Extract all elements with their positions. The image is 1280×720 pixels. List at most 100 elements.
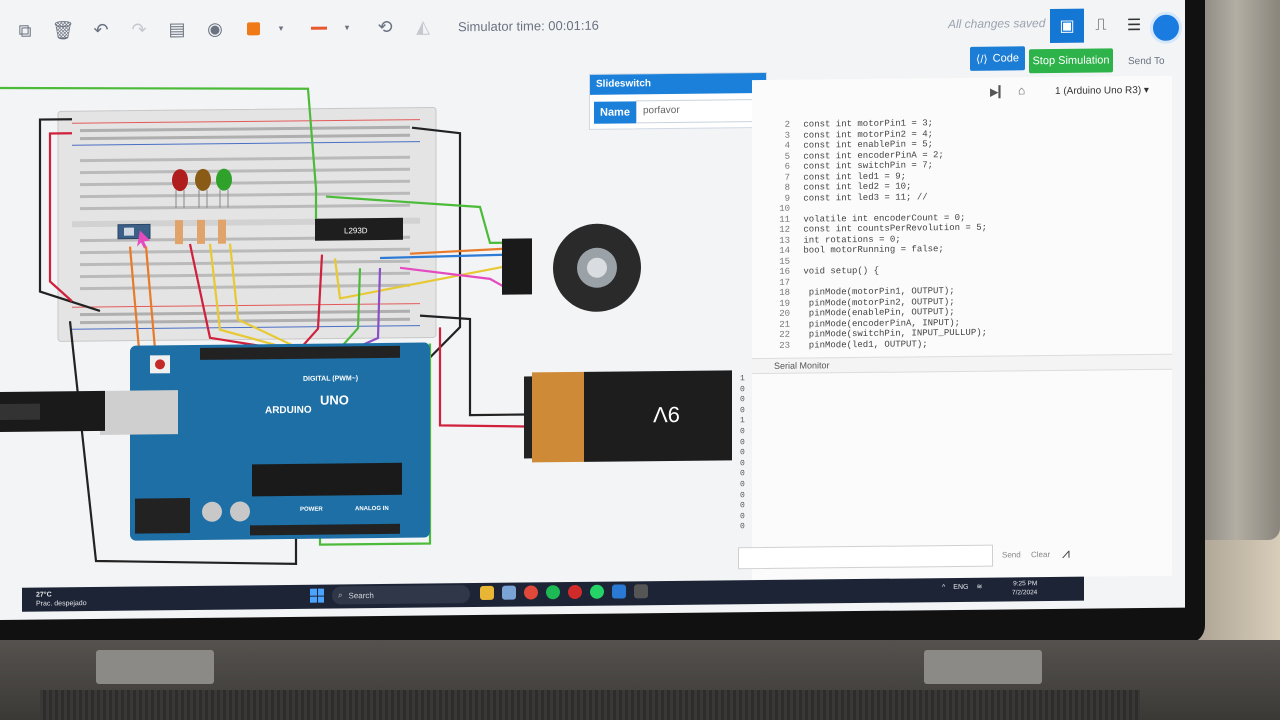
code-editor[interactable]: 2 const int motorPin1 = 3;3 const int mo… — [772, 116, 1167, 356]
name-field[interactable]: porfavor — [635, 99, 762, 124]
line-number: 21 — [779, 319, 790, 330]
resistor[interactable] — [218, 219, 226, 244]
comment-icon[interactable]: ◉ — [207, 18, 223, 39]
line-number: 18 — [779, 287, 790, 298]
analog-label: ANALOG IN — [355, 506, 389, 512]
line-number: 7 — [784, 172, 790, 183]
windows-start-icon[interactable] — [310, 588, 324, 603]
led-yellow[interactable] — [195, 168, 211, 208]
resistor[interactable] — [175, 220, 183, 245]
slide-switch[interactable] — [117, 223, 151, 249]
whatsapp-icon[interactable] — [590, 584, 604, 599]
taskbar: 27°C Prac. despejado ⌕ Search ^ ENG ≋ 9:… — [22, 576, 1084, 612]
component-list-button[interactable]: ☰ — [1126, 17, 1142, 35]
send-to-button[interactable]: Send To — [1128, 55, 1165, 68]
serial-send-button[interactable]: Send — [1002, 550, 1021, 560]
line-number: 11 — [779, 214, 790, 225]
debugger-icon[interactable]: ⌂ — [1018, 83, 1026, 98]
circuit-view-button[interactable]: ▣ — [1050, 8, 1084, 44]
taskbar-apps — [480, 584, 648, 600]
arduino-model: UNO — [320, 392, 349, 407]
stop-simulation-button[interactable]: Stop Simulation — [1029, 48, 1113, 74]
name-label: Name — [594, 100, 636, 124]
line-number: 3 — [784, 130, 790, 141]
line-number: 15 — [779, 256, 790, 267]
hinge-foot — [924, 650, 1042, 684]
arduino-uno[interactable]: ARDUINO UNO DIGITAL (PWM~) POWER ANALOG … — [100, 342, 430, 541]
line-number: 4 — [784, 140, 790, 151]
battery-9v[interactable]: 9V — [524, 370, 732, 463]
spotify-icon[interactable] — [546, 585, 560, 600]
code-panel: ▶▎ ⌂ 1 (Arduino Uno R3) ▾ 2 const int mo… — [738, 75, 1172, 581]
serial-input[interactable] — [738, 544, 993, 570]
wifi-icon[interactable]: ≋ — [976, 583, 983, 591]
component-inspector: Slideswitch Name porfavor — [589, 71, 767, 130]
l293d-chip[interactable]: L293D — [315, 217, 403, 241]
line-number: 20 — [779, 308, 790, 319]
line-number: 13 — [779, 235, 790, 246]
circuit-canvas[interactable]: L293D — [0, 54, 760, 582]
delete-icon[interactable]: 🗑 — [51, 19, 75, 40]
notes-icon[interactable]: ▤ — [168, 18, 186, 39]
line-number: 16 — [779, 266, 790, 277]
chrome-icon[interactable] — [524, 585, 538, 600]
keyboard — [40, 690, 1140, 720]
code-text: bool motorRunning = false; — [798, 244, 944, 256]
weather-text: Prac. despejado — [36, 600, 87, 608]
line-number: 17 — [779, 277, 790, 288]
system-tray: ^ ENG ≋ — [942, 583, 982, 591]
vscode-icon[interactable] — [612, 584, 626, 599]
undo-icon[interactable]: ↶ — [93, 19, 109, 40]
flip-icon[interactable]: ◭ — [416, 15, 430, 37]
simulator-time: Simulator time: 00:01:16 — [458, 17, 599, 34]
code-button[interactable]: ⟨/⟩ Code — [970, 46, 1025, 71]
line-number: 8 — [784, 182, 790, 193]
chevron-up-icon[interactable]: ^ — [942, 583, 946, 591]
line-number: 6 — [784, 161, 790, 172]
inspector-name-row: Name porfavor — [594, 99, 762, 124]
line-number: 23 — [779, 340, 790, 351]
weather-widget[interactable]: 27°C Prac. despejado — [36, 590, 87, 609]
line-number: 2 — [784, 119, 790, 130]
taskbar-search[interactable]: ⌕ Search — [332, 585, 470, 605]
save-status: All changes saved — [948, 16, 1046, 32]
serial-clear-button[interactable]: Clear — [1031, 550, 1051, 560]
resistor[interactable] — [197, 219, 205, 244]
schematic-view-button[interactable]: ⎍ — [1095, 16, 1107, 34]
line-number: 12 — [779, 224, 790, 235]
board-select[interactable]: 1 (Arduino Uno R3) ▾ — [1055, 84, 1149, 97]
code-icon: ⟨/⟩ — [976, 53, 988, 66]
screen: ⧉ 🗑 ↶ ↷ ▤ ◉ ▾ ▾ ⟲ ◭ Simulator time: 00:0… — [0, 0, 1185, 620]
line-number: 14 — [779, 245, 790, 256]
copy-icon[interactable]: ⧉ — [18, 20, 32, 41]
store-icon[interactable] — [502, 585, 516, 600]
file-explorer-icon[interactable] — [480, 585, 494, 600]
redo-icon[interactable]: ↷ — [131, 18, 147, 40]
opera-icon[interactable] — [568, 584, 582, 600]
step-icon[interactable]: ▶▎ — [990, 86, 1007, 99]
calculator-icon[interactable] — [634, 584, 648, 599]
arduino-brand: ARDUINO — [265, 405, 312, 416]
code-text: const int switchPin = 7; — [798, 160, 934, 172]
avatar[interactable] — [1150, 11, 1182, 44]
hinge-foot — [96, 650, 214, 684]
line-number: 5 — [784, 151, 790, 162]
graph-icon[interactable]: ⩘ — [1062, 544, 1070, 561]
line-number: 9 — [784, 193, 790, 204]
inspector-title: Slideswitch — [590, 72, 766, 95]
led-red[interactable] — [172, 169, 188, 209]
line-number: 22 — [779, 329, 790, 340]
chip-label: L293D — [344, 226, 368, 235]
chevron-down-icon[interactable]: ▾ — [278, 22, 284, 33]
rotate-icon[interactable]: ⟲ — [377, 16, 393, 37]
wire-style-icon[interactable] — [306, 15, 332, 41]
code-text: const int led3 = 11; // — [798, 191, 928, 204]
clock[interactable]: 9:25 PM 7/2/2024 — [1012, 580, 1038, 597]
language-indicator[interactable]: ENG — [953, 583, 969, 591]
color-picker-icon[interactable] — [240, 15, 266, 41]
chevron-down-icon[interactable]: ▾ — [344, 21, 350, 32]
dc-motor-encoder[interactable] — [502, 223, 641, 312]
digital-label: DIGITAL (PWM~) — [303, 375, 358, 383]
led-green[interactable] — [216, 168, 232, 208]
